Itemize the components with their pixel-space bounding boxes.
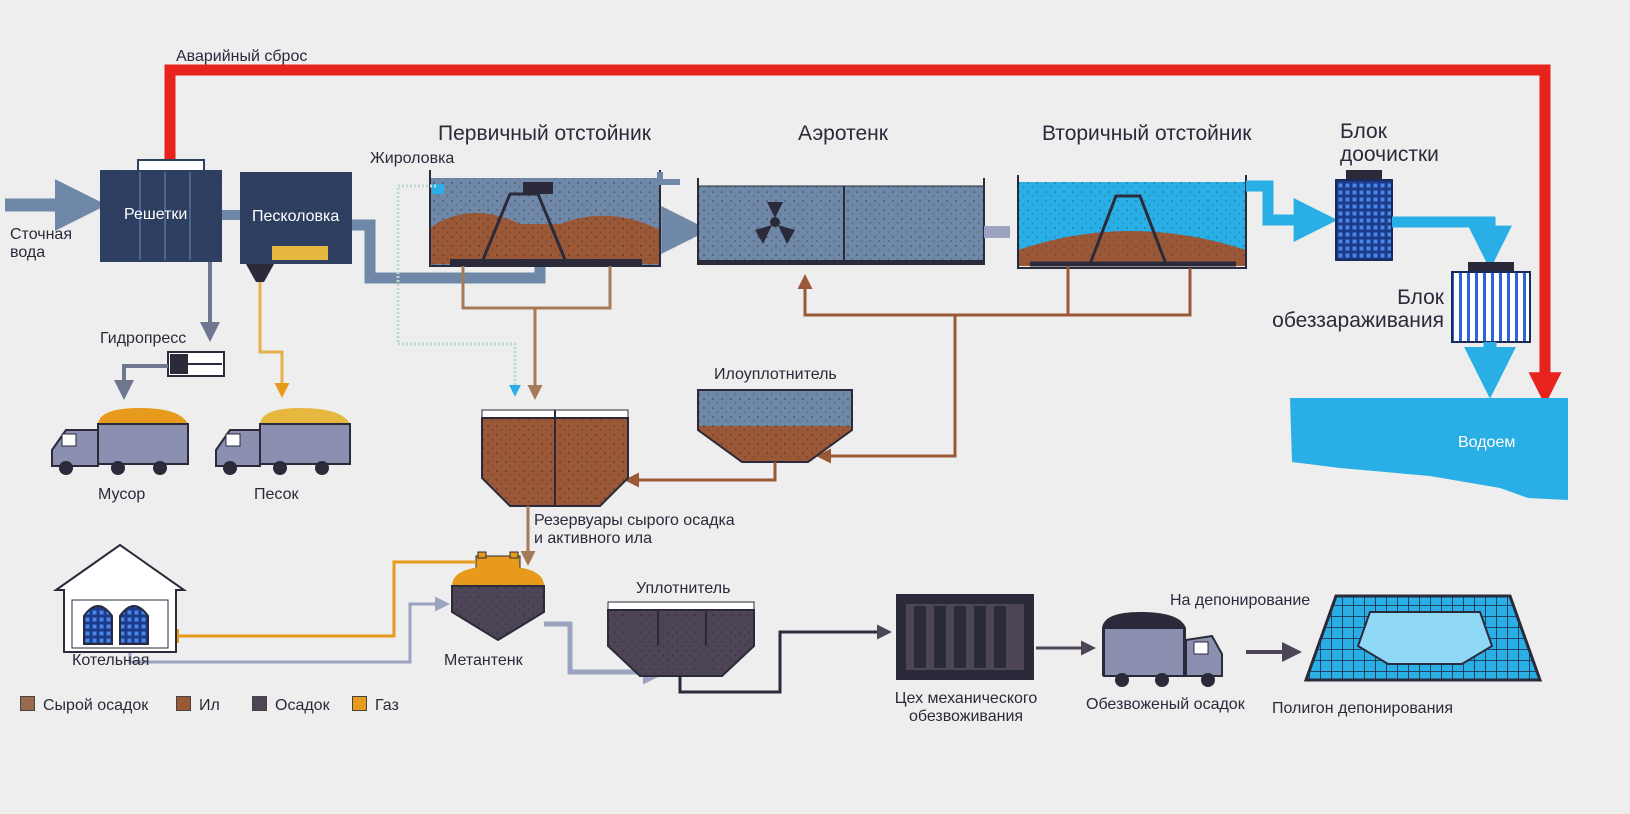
secondary-settler-label: Вторичный отстойник: [1042, 122, 1252, 145]
disinfection-label: Блок обеззараживания: [1272, 286, 1444, 333]
to-landfill-label: На депонирование: [1170, 592, 1311, 609]
dewatering-shop: [896, 594, 1034, 680]
sludge-thickener-label: Илоуплотнитель: [714, 366, 837, 383]
legend-item-raw-sludge: Сырой осадок: [20, 696, 148, 715]
legend-swatch: [20, 696, 35, 711]
landfill-label: Полигон депонирования: [1272, 700, 1454, 717]
legend-item-dark-sludge: Осадок: [252, 696, 330, 715]
landfill-polygon: [1303, 594, 1543, 682]
sand-trap-label: Песколовка: [252, 208, 340, 225]
flow-press-to-garbage-truck: [114, 364, 168, 400]
primary-settler: [429, 170, 680, 267]
return-sludge-line: [797, 266, 1192, 464]
flow-thickener-to-reservoirs: [624, 462, 777, 488]
sludge-thickener: [697, 389, 853, 463]
sludge-truck-icon: [1102, 612, 1223, 687]
emergency-label: Аварийный сброс: [176, 48, 308, 65]
boiler-return-line: [128, 596, 450, 664]
grease-line: [396, 184, 521, 397]
hydropress-icon: [167, 351, 225, 377]
digester: [451, 551, 545, 642]
sand-label: Песок: [254, 486, 299, 503]
sand-truck-icon: [215, 408, 351, 475]
screens-unit: [100, 159, 222, 262]
legend-label: Ил: [199, 697, 220, 714]
garbage-label: Мусор: [98, 486, 146, 503]
grease-trap-label: Жироловка: [370, 150, 455, 167]
dewatering-label: Цех механического обезвоживания: [894, 690, 1038, 725]
legend-swatch: [352, 696, 367, 711]
aerator-icon: [755, 202, 795, 244]
raw-sludge-reservoirs: [481, 409, 629, 507]
legend-swatch: [252, 696, 267, 711]
flow-digester-to-thickener: [544, 621, 668, 685]
reservoirs-label: Резервуары сырого осадка и активного ила: [534, 512, 735, 547]
screens-label: Решетки: [124, 206, 188, 223]
secondary-settler: [1017, 175, 1247, 269]
flow-post-to-disinfection: [1392, 216, 1512, 270]
aerotank: [697, 178, 985, 265]
legend-label: Осадок: [275, 697, 330, 714]
disinfection-block: [1451, 262, 1531, 343]
water-body-label: Водоем: [1458, 434, 1516, 451]
boiler-house: [52, 543, 188, 653]
thickener: [607, 601, 755, 677]
raw-sludge-line: [461, 266, 612, 400]
legend-item-sludge: Ил: [176, 696, 220, 715]
flow-secondary-to-post: [1246, 180, 1338, 242]
legend-item-gas: Газ: [352, 696, 399, 715]
legend-label: Газ: [375, 697, 399, 714]
flow-thickener-to-dewatering: [678, 624, 892, 694]
thickener-label: Уплотнитель: [636, 580, 731, 597]
sand-discharge-line: [246, 264, 290, 398]
primary-settler-label: Первичный отстойник: [438, 122, 651, 145]
post-treatment-block: [1335, 170, 1393, 261]
grease-skimmer: [432, 184, 444, 194]
garbage-truck-icon: [51, 408, 189, 475]
gas-line: [164, 560, 476, 644]
legend-label: Сырой осадок: [43, 697, 149, 714]
hydropress-label: Гидропресс: [100, 330, 187, 347]
legend-swatch: [176, 696, 191, 711]
digester-label: Метантенк: [444, 652, 523, 669]
emergency-bypass-line: [164, 64, 1562, 406]
aerotank-label: Аэротенк: [798, 122, 888, 145]
water-body: [1290, 398, 1568, 500]
boiler-label: Котельная: [72, 652, 150, 669]
post-treatment-label: Блок доочистки: [1340, 120, 1439, 167]
sand-trap-unit: [240, 172, 352, 264]
dewatered-label: Обезвоженый осадок: [1086, 696, 1245, 713]
inflow-label: Сточная вода: [10, 226, 72, 261]
